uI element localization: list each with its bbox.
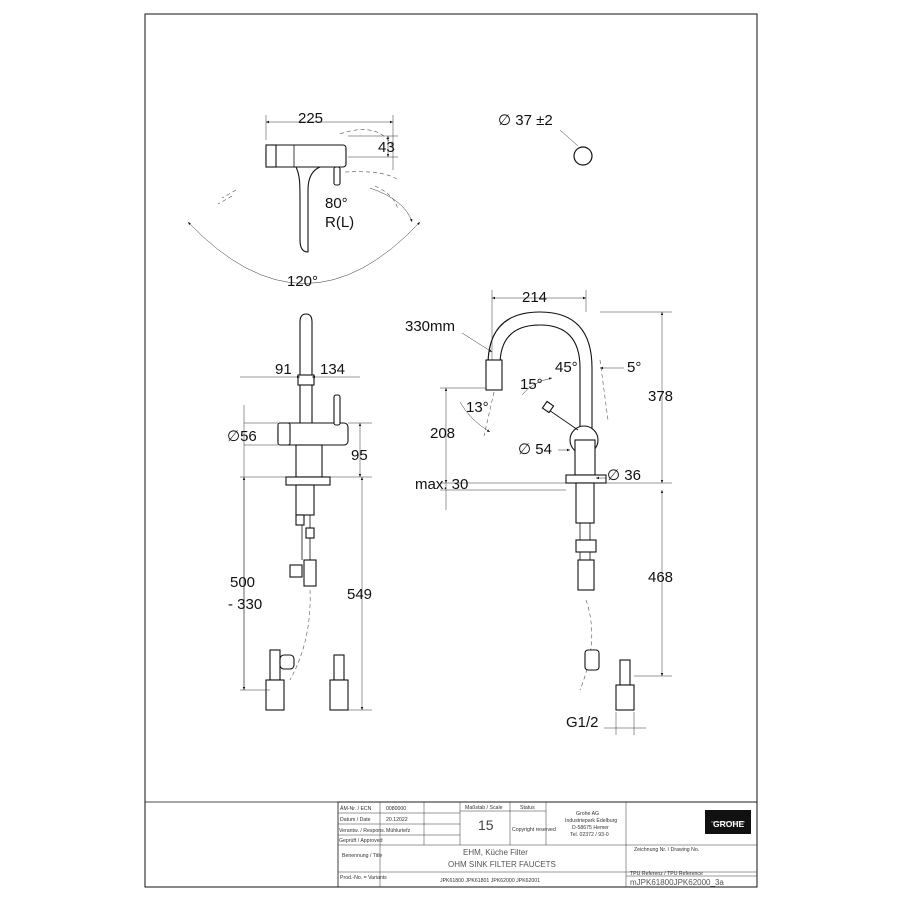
benennung-label: Benennung / Title [342,853,382,859]
front-angle-5-label: 5° [627,359,641,376]
front-reach-label: 214 [522,289,547,306]
company-name: Grohe AG [576,811,599,817]
top-view: 225 43 80° R(L) 120° [187,110,421,290]
front-diameter-54-label: ∅ 54 [518,441,552,458]
aenr-value: 0080000 [386,806,406,812]
side-view: 91 134 ∅56 95 500 - 330 549 [227,313,372,711]
massstab-label: Maßstab / Scale [465,805,503,811]
title-en: OHM SINK FILTER FAUCETS [448,860,556,869]
mounting-hole [573,146,593,166]
side-width-a-label: 91 [275,361,292,378]
geprueft-label: Geprüft / Approved [339,838,383,844]
front-angle-15-label: 15° [520,376,543,393]
grohe-logo-text: GROHE [713,819,745,829]
prod-label: Prod.-No. = Variants [340,875,387,881]
front-angle-13-label: 13° [466,399,489,416]
hole-diameter-label: ∅ 37 ±2 [498,112,553,129]
side-total-label: 549 [347,586,372,603]
status-label: Status [520,805,535,811]
sheet-border [144,13,758,888]
front-hose-label: 330mm [405,318,455,335]
swivel-angle-label: 80° [325,195,348,212]
massstab-value: 15 [478,817,494,833]
side-hose-range-label: 500 [230,574,255,591]
front-view: 214 330mm 45° 5° 15° 13° 378 208 ∅ 54 ∅ … [405,289,673,735]
side-height-95-label: 95 [351,447,368,464]
front-diameter-36-label: ∅ 36 [607,467,641,484]
top-height-label: 43 [378,139,395,156]
variants-text: JPK61800 JPK61801 JPK62000 JPK62001 [440,878,540,884]
side-hose-range-b-label: - 330 [228,596,262,613]
title-de: EHM, Küche Filter [463,848,528,857]
copyright-text: Copyright reserved [512,827,556,833]
company-tel: Tel. 02372 / 93-0 [570,832,609,838]
front-height-468-label: 468 [648,569,673,586]
front-height-208-label: 208 [430,425,455,442]
tpu-label: TPU Referenz / TPU Reference [630,871,703,877]
title-block: ÄM-Nr. / ECN 0080000 Datum / Date 20.120… [145,801,758,888]
datum-value: 20.12022 [386,817,408,823]
front-thread-label: G1/2 [566,714,599,731]
front-angle-45-label: 45° [555,359,578,376]
hole-detail: ∅ 37 ±2 [498,112,593,166]
swivel-side-label: R(L) [325,214,354,231]
verantw-value: Mühlurtefz [386,828,411,834]
verantw-label: Verantw. / Respons. [339,828,385,834]
company-street: Industriepark Edelburg [565,818,617,824]
zeichnung-label: Zeichnung Nr. / Drawing No. [634,847,699,853]
drawing-number: mJPK61800JPK62000_3a [630,878,724,887]
company-city: D-58675 Hemer [572,825,609,831]
side-diameter-label: ∅56 [227,428,257,445]
top-width-label: 225 [298,110,323,127]
front-max-30-label: max. 30 [415,476,468,493]
datum-label: Datum / Date [340,817,371,823]
side-width-b-label: 134 [320,361,345,378]
swivel-total-label: 120° [287,273,318,290]
aenr-label: ÄM-Nr. / ECN [340,805,372,812]
front-height-378-label: 378 [648,388,673,405]
